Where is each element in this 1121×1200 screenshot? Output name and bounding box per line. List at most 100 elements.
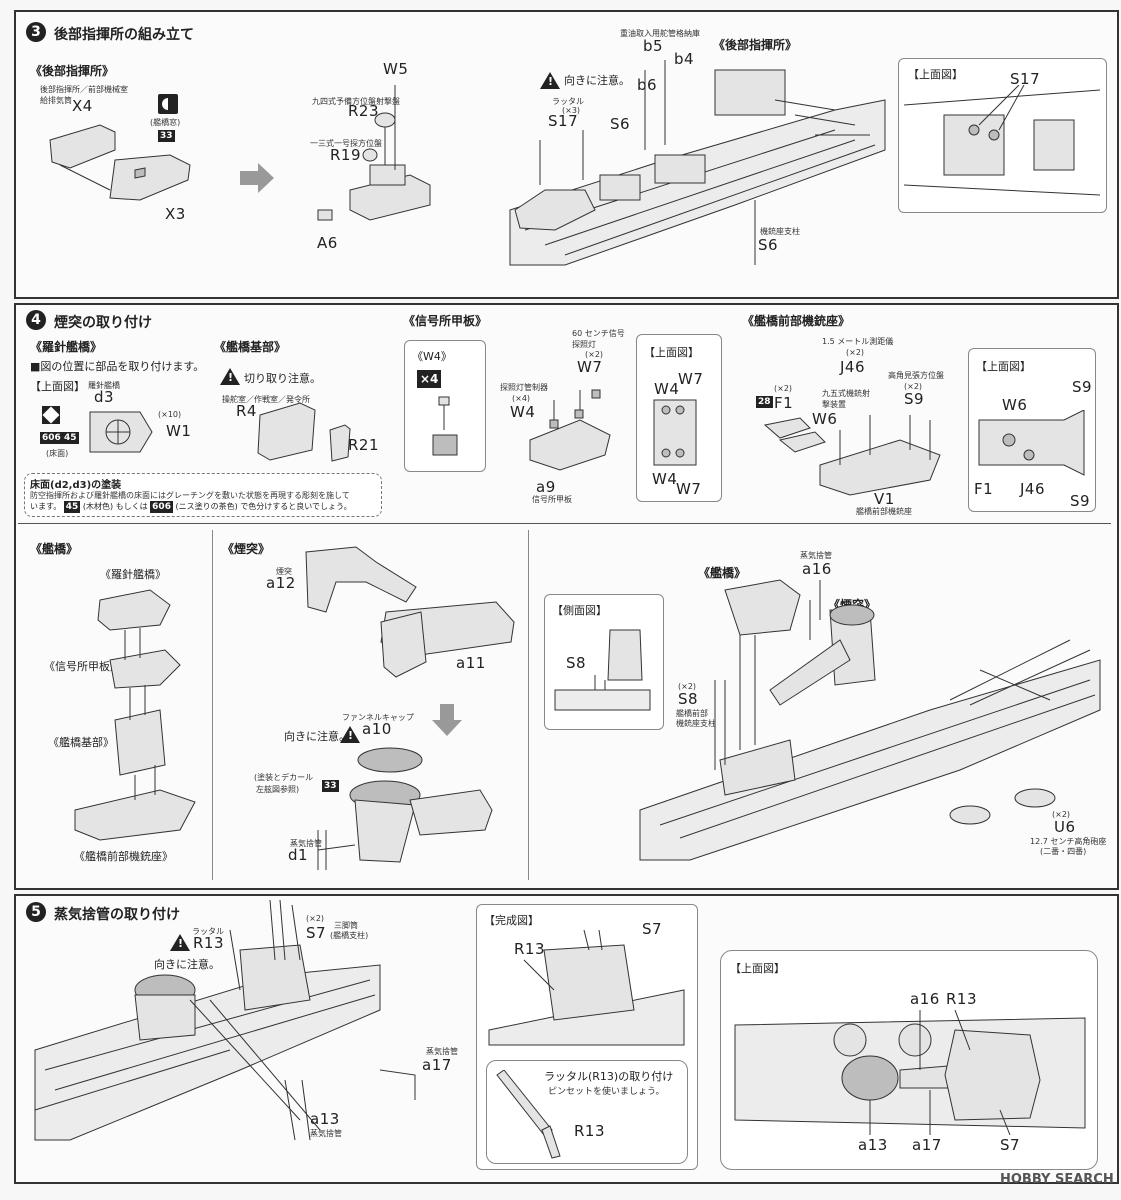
s6-label: S6 <box>610 115 631 133</box>
r19-note: 一三式一号探方位盤 <box>310 139 382 148</box>
s8-note2: 機銃座支柱 <box>676 719 716 728</box>
s7-note1: 三脚筒 <box>334 921 358 930</box>
done-s7: S7 <box>642 920 663 938</box>
decal-note1: (塗装とデカール <box>254 773 314 782</box>
tip-r13: R13 <box>574 1122 606 1140</box>
tip-text: ピンセットを使いましょう。 <box>548 1087 665 1097</box>
j46-label: J46 <box>840 358 866 376</box>
x3-label: X3 <box>165 205 186 223</box>
paint-badge-45: 45 <box>63 501 81 513</box>
bridge-funnel-divider <box>212 530 213 880</box>
u6-count: (×2) <box>1052 810 1071 819</box>
paint-line1: 防空指揮所および羅針艦橋の床面にはグレーチングを敷いた状態を再現する彫刻を施して <box>30 491 350 500</box>
s9-note: 高角見張方位盤 <box>888 371 944 380</box>
a9-label: a9 <box>536 478 556 496</box>
w7-count: (×2) <box>585 350 604 359</box>
fmg-s9b: S9 <box>1070 492 1091 510</box>
s7-count: (×2) <box>306 914 325 923</box>
s8-count: (×2) <box>678 682 697 691</box>
top-a16: a16 <box>910 990 940 1008</box>
step3-title: 後部指揮所の組み立て <box>54 27 194 43</box>
r21-label: R21 <box>348 436 380 454</box>
done-r13: R13 <box>514 940 546 958</box>
s7-label: S7 <box>306 924 327 942</box>
a11-label: a11 <box>456 654 486 672</box>
s9-label: S9 <box>904 390 925 408</box>
fmg-f1: F1 <box>974 480 994 498</box>
floor-note: (床面) <box>46 449 69 458</box>
bridge-window-icon <box>158 94 178 114</box>
s7-note2: (艦橋支柱) <box>330 931 369 940</box>
a10-label: a10 <box>362 720 392 738</box>
paint-line2: います。 45 (木材色) もしくは 606 (ニス塗りの茶色) で色分けすると… <box>30 501 352 513</box>
d3-label: d3 <box>94 388 115 406</box>
watermark: HOBBY SEARCH <box>1000 1172 1114 1187</box>
bridge-base-title: 《艦橋基部》 <box>214 340 287 354</box>
step4-number: 4 <box>26 310 46 330</box>
w6-label: W6 <box>812 410 838 428</box>
top-s7: S7 <box>1000 1136 1021 1154</box>
r13-note: ラッタル <box>192 927 224 936</box>
step3-number: 3 <box>26 22 46 42</box>
u6-note1: 12.7 センチ高角砲座 <box>1030 837 1107 846</box>
br-compass-label: 《羅針艦橋》 <box>100 568 166 581</box>
step3-subtitle: 《後部指揮所》 <box>30 64 115 78</box>
side-view-drawing <box>554 629 651 711</box>
bridge-assembly-drawing <box>74 589 196 841</box>
funnel-badge-33: 33 <box>322 780 339 792</box>
step4-title: 煙突の取り付け <box>54 315 152 331</box>
cut-warning-icon <box>220 368 240 385</box>
funnel-title: 《煙突》 <box>222 542 271 556</box>
step5-warn-text: 向きに注意。 <box>154 958 220 971</box>
w1-count: (×10) <box>158 410 182 419</box>
j46-count: (×2) <box>846 348 865 357</box>
br-fmg-label: 《艦橋前部機銃座》 <box>74 850 173 863</box>
step5-ship-drawing <box>34 900 416 1141</box>
funnel-warn-text: 向きに注意。 <box>284 730 350 743</box>
w5-label: W5 <box>383 60 409 78</box>
step3-warn-text: 向きに注意。 <box>564 74 630 87</box>
a16-label: a16 <box>802 560 832 578</box>
tip-box <box>486 1060 688 1164</box>
front-mg-title: 《艦橋前部機銃座》 <box>742 314 851 328</box>
sig-w4b: W4 <box>652 470 678 488</box>
s17-note: ラッタル <box>552 97 584 106</box>
signal-top-view-label: 【上面図】 <box>644 346 699 359</box>
s8-note1: 艦橋前部 <box>676 709 708 718</box>
bridge-window-note: (艦橋窓) <box>150 118 181 127</box>
w7-label: W7 <box>577 358 603 376</box>
u6-note2: (二番・四番) <box>1040 847 1087 856</box>
v1-label: V1 <box>874 490 895 508</box>
b6-label: b6 <box>637 76 658 94</box>
cut-warn-text: 切り取り注意。 <box>244 372 321 385</box>
a13-label: a13 <box>310 1110 340 1128</box>
front-mg-drawing <box>763 415 941 496</box>
compass-bridge-title: 《羅針艦橋》 <box>30 340 103 354</box>
sig-w7b: W7 <box>676 480 702 498</box>
side-view-label: 【側面図】 <box>552 604 607 617</box>
signal-top-drawing <box>653 399 697 466</box>
done-view-label: 【完成図】 <box>484 914 539 927</box>
badge-606: 606 <box>40 432 63 444</box>
top-r13: R13 <box>946 990 978 1008</box>
d1-note: 蒸気捨管 <box>290 839 322 848</box>
funnel-a11-a12-drawing <box>305 546 515 678</box>
fmg-top-drawing <box>978 410 1085 476</box>
step3-x-parts-drawing <box>49 124 191 201</box>
done-view-drawing <box>488 930 685 1046</box>
signal-deck-title: 《信号所甲板》 <box>403 314 488 328</box>
a13-note: 蒸気捨管 <box>310 1129 342 1138</box>
w4-box-label: 《W4》 <box>412 350 452 363</box>
a17-note: 蒸気捨管 <box>426 1047 458 1056</box>
a12-note: 煙突 <box>276 567 292 576</box>
paint-line2b: (木材色) もしくは <box>82 502 148 511</box>
badge-33: 33 <box>158 130 175 142</box>
r4-label: R4 <box>236 402 257 420</box>
w1-label: W1 <box>166 422 192 440</box>
step3-hull-drawing <box>509 60 886 266</box>
a16-note: 蒸気捨管 <box>800 551 832 560</box>
w7-note: 60 センチ信号探照灯 <box>572 329 625 349</box>
signal-deck-drawing <box>529 389 611 471</box>
down-arrow <box>432 704 462 736</box>
d1-label: d1 <box>288 846 309 864</box>
